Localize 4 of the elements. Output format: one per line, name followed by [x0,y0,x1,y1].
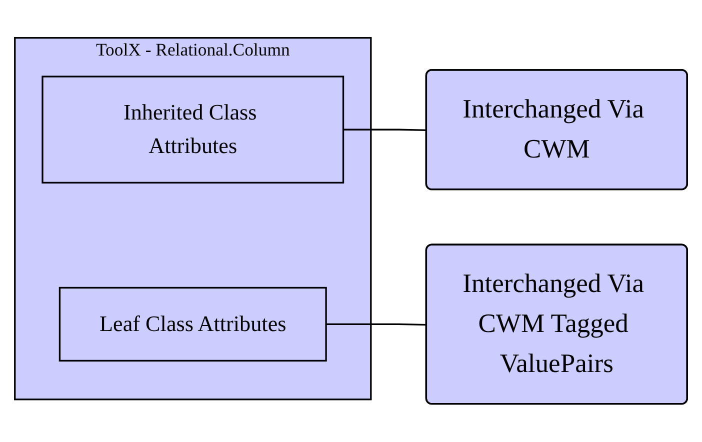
connector [326,324,427,326]
node-box: Inherited Class Attributes [42,76,344,184]
node-box: Leaf Class Attributes [58,287,327,362]
connector [343,128,427,132]
